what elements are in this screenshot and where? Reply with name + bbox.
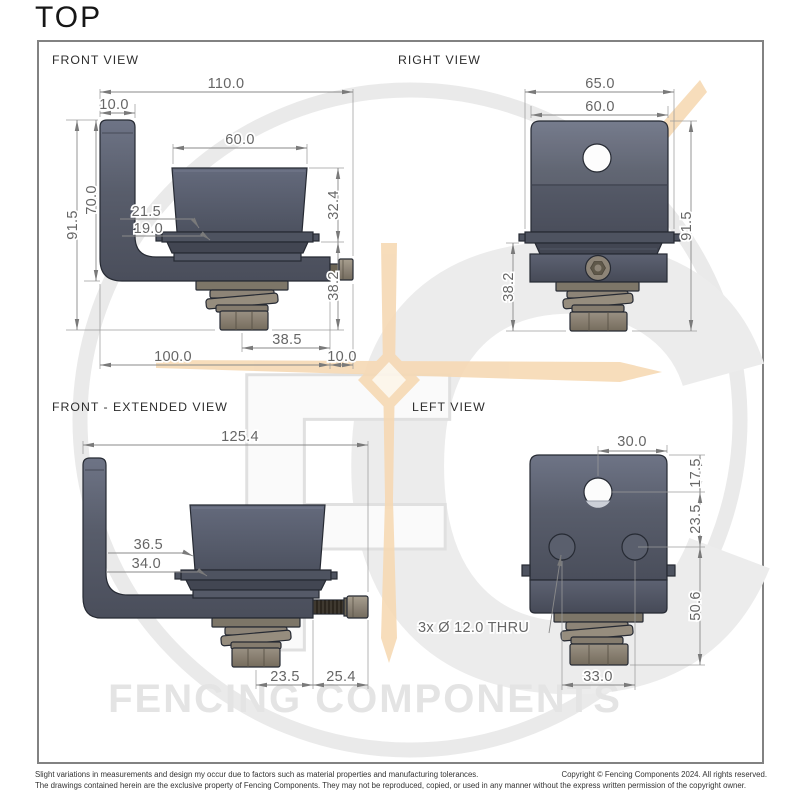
front-dim-70: 70.0 bbox=[84, 185, 100, 214]
front-plate bbox=[173, 252, 302, 262]
drawing-border bbox=[37, 40, 764, 764]
left-dim-17-5: 17.5 bbox=[688, 458, 704, 487]
front-extended-dimensions: 125.4 36.5 34.0 23.5 25.4 bbox=[82, 427, 369, 689]
front-cup bbox=[171, 167, 308, 233]
front-dim-38-2: 38.2 bbox=[326, 271, 342, 300]
left-holes-note: 3x Ø 12.0 THRU bbox=[418, 620, 529, 636]
front-extended-part bbox=[82, 457, 369, 668]
footer-disclaimer-2: The drawings contained herein are the ex… bbox=[35, 781, 747, 790]
front-view-dimensions: 110.0 10.0 91.5 70.0 60.0 21.5 19.0 32.4… bbox=[63, 74, 358, 369]
front-extended-view: FRONT - EXTENDED VIEW bbox=[52, 400, 369, 689]
right-dim-91-5: 91.5 bbox=[679, 211, 695, 240]
front-dim-91-5: 91.5 bbox=[65, 210, 81, 239]
right-flange bbox=[524, 231, 675, 244]
left-dim-23-5: 23.5 bbox=[688, 504, 704, 533]
left-lower-hole-1 bbox=[548, 533, 576, 561]
front-view-label: FRONT VIEW bbox=[52, 53, 139, 67]
footer-copyright: Copyright © Fencing Components 2024. All… bbox=[561, 770, 767, 779]
front-view-part bbox=[99, 119, 354, 331]
ext-cup bbox=[189, 504, 326, 571]
front-dim-110: 110.0 bbox=[208, 76, 245, 92]
left-tab-2 bbox=[666, 564, 676, 577]
right-view-part bbox=[518, 120, 681, 332]
front-dim-38-5: 38.5 bbox=[272, 332, 301, 348]
right-dim-60: 60.0 bbox=[585, 99, 614, 115]
front-view: FRONT VIEW bbox=[52, 53, 358, 369]
front-dim-10-bottom: 10.0 bbox=[327, 349, 356, 365]
right-top-hole bbox=[582, 143, 612, 173]
front-dim-60: 60.0 bbox=[225, 132, 254, 148]
left-view-part bbox=[521, 454, 676, 666]
left-bracket bbox=[529, 454, 668, 581]
front-extended-label: FRONT - EXTENDED VIEW bbox=[52, 400, 228, 414]
front-dim-32-4: 32.4 bbox=[326, 190, 342, 219]
left-view-dimensions: 30.0 17.5 23.5 50.6 33.0 3x Ø 12.0 THRU bbox=[416, 432, 706, 690]
front-dim-19: 19.0 bbox=[134, 221, 163, 237]
front-flange bbox=[161, 231, 314, 243]
ext-threaded-rod bbox=[312, 599, 348, 615]
front-hex-nut bbox=[219, 310, 269, 331]
ext-flange bbox=[180, 569, 332, 581]
ext-hex-nut bbox=[231, 647, 281, 668]
left-mount-plate bbox=[553, 612, 644, 623]
ext-mount-plate bbox=[211, 617, 301, 628]
left-dim-30: 30.0 bbox=[617, 434, 646, 450]
ext-l-bracket bbox=[82, 457, 314, 619]
right-ring bbox=[534, 242, 663, 255]
left-hex-nut bbox=[569, 643, 629, 666]
watermark-name: FENCING COMPONENTS bbox=[108, 677, 622, 721]
left-dim-50-6: 50.6 bbox=[688, 591, 704, 620]
right-dim-38-2: 38.2 bbox=[501, 272, 517, 301]
left-block bbox=[529, 579, 668, 614]
right-view: RIGHT VIEW bbox=[398, 53, 697, 332]
ext-dim-34: 34.0 bbox=[132, 556, 161, 572]
right-dim-65: 65.0 bbox=[585, 76, 614, 92]
ext-dim-25-4: 25.4 bbox=[326, 669, 355, 685]
ext-dim-36-5: 36.5 bbox=[134, 537, 163, 553]
right-bracket bbox=[530, 120, 669, 233]
front-ring bbox=[166, 241, 309, 254]
watermark-ring bbox=[72, 82, 748, 758]
footer-disclaimer-1: Slight variations in measurements and de… bbox=[35, 770, 479, 779]
ext-bolt-head bbox=[346, 595, 369, 619]
front-mount-plate bbox=[195, 280, 289, 291]
page-title: TOP bbox=[35, 1, 103, 34]
front-dim-10-top: 10.0 bbox=[99, 97, 128, 113]
left-tab-1 bbox=[521, 564, 531, 577]
front-dim-100: 100.0 bbox=[154, 349, 192, 365]
left-view: LEFT VIEW bbox=[412, 400, 706, 690]
right-view-dimensions: 65.0 60.0 91.5 38.2 bbox=[499, 74, 697, 332]
left-view-label: LEFT VIEW bbox=[412, 400, 486, 414]
ext-dim-23-5: 23.5 bbox=[270, 669, 299, 685]
ext-dim-125-4: 125.4 bbox=[221, 429, 259, 445]
ext-ring bbox=[185, 579, 327, 591]
ext-plate bbox=[192, 589, 320, 599]
right-hex-nut bbox=[569, 311, 628, 332]
front-dim-21-5: 21.5 bbox=[132, 204, 161, 220]
left-dim-33: 33.0 bbox=[583, 669, 612, 685]
right-view-label: RIGHT VIEW bbox=[398, 53, 481, 67]
